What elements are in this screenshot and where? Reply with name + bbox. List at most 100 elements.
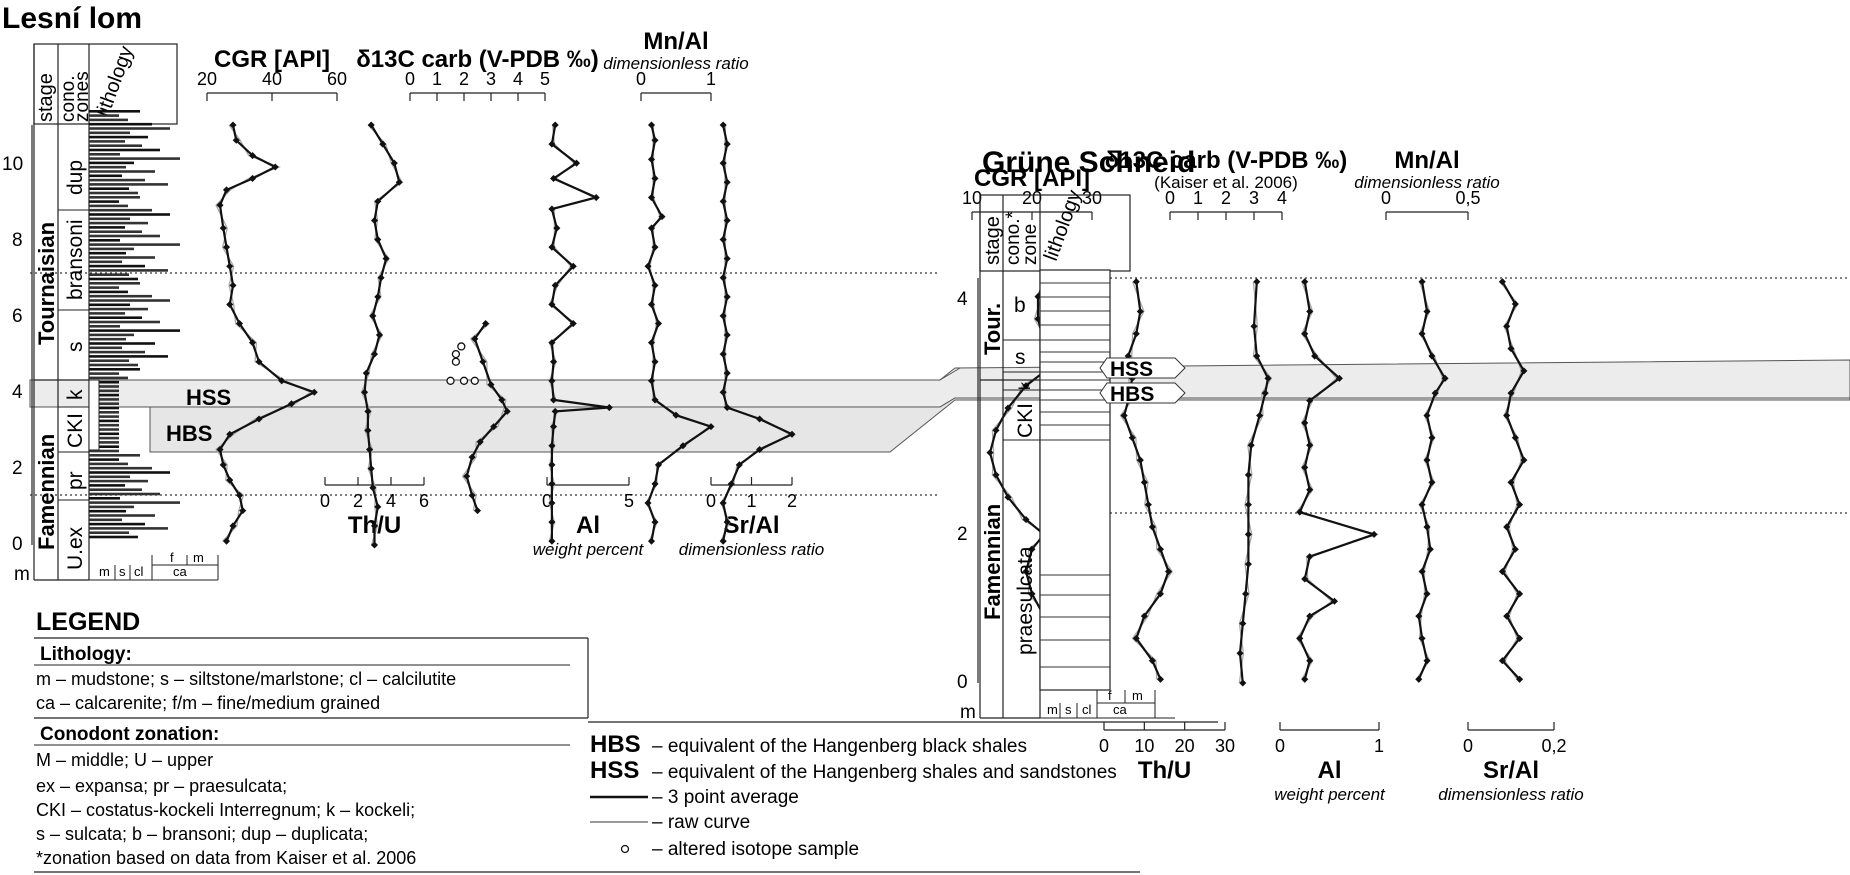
data-point-10-8 — [1418, 501, 1426, 509]
grune-header-zones-2: zone — [1020, 224, 1041, 265]
lesni-litho-bed-63 — [89, 380, 119, 384]
data-point-10-9 — [1428, 478, 1436, 486]
data-point-6-9 — [1004, 493, 1012, 501]
data-point-5-20 — [723, 178, 731, 186]
data-point-1-5 — [366, 446, 374, 454]
lesni-litho-bed-19 — [89, 191, 138, 195]
data-point-10-12 — [1423, 411, 1431, 420]
tick-label-8-2: 2 — [1221, 188, 1231, 208]
data-point-4-21 — [647, 155, 656, 163]
tick-label-4-0: 0 — [636, 69, 646, 89]
grune-zone-cki: CKI — [1014, 403, 1037, 438]
data-point-0-2 — [239, 507, 247, 515]
tick-label-0-2: 60 — [327, 69, 347, 89]
chart-title-0: CGR [API] — [214, 46, 330, 73]
lesni-litho-shale — [88, 379, 100, 451]
grune-depth-2: 2 — [957, 524, 968, 545]
data-point-0-8 — [255, 415, 263, 423]
data-point-0-0 — [222, 537, 231, 545]
lesni-litho-scale: m s cl f m ca — [89, 550, 219, 581]
data-point-0-25 — [232, 136, 240, 144]
lesni-scale-m: m — [99, 564, 110, 579]
lesni-litho-bed-99 — [89, 535, 138, 539]
lesni-litho-bed-86 — [89, 479, 148, 483]
data-point-0-15 — [226, 300, 234, 308]
data-point-6-10 — [992, 471, 1000, 479]
data-point-10-18 — [1418, 278, 1426, 286]
data-point-0-14 — [235, 320, 244, 328]
lesni-zone-k: k — [64, 389, 87, 400]
lesni-litho-bed-30 — [89, 239, 120, 242]
data-point-2-9 — [479, 358, 487, 366]
lesni-litho-bed-48 — [89, 316, 142, 319]
tick-label-3-0: 0 — [542, 491, 552, 511]
data-point-1-4 — [367, 465, 375, 473]
data-point-2-1 — [468, 491, 476, 499]
data-point-5-6 — [788, 430, 796, 438]
data-point-10-10 — [1423, 456, 1431, 464]
data-point-2-5 — [490, 423, 498, 431]
tick-label-2-3: 3 — [486, 69, 496, 89]
lesni-header-zones-1: cono. — [58, 76, 79, 122]
data-point-0-1 — [229, 522, 237, 530]
data-point-1-3 — [369, 484, 377, 492]
lesni-litho-bed-94 — [89, 514, 155, 517]
tick-label-8-0: 0 — [1165, 188, 1175, 208]
lesni-depth-2: 2 — [12, 458, 23, 479]
data-point-3-11 — [550, 358, 558, 366]
lesni-litho-bed-24 — [89, 213, 170, 216]
data-point-4-20 — [651, 174, 659, 182]
lesni-litho-bed-35 — [89, 260, 122, 264]
lesni-depth-0: 0 — [12, 534, 23, 555]
data-point-1-0 — [370, 541, 379, 549]
tick-label-1-3: 6 — [419, 491, 429, 511]
grune-litho-scale: m s cl f m ca — [1040, 688, 1175, 719]
chart-subtitle-5: dimensionless ratio — [679, 540, 825, 559]
raw-curve-5 — [719, 124, 791, 542]
raw-curve-3 — [548, 124, 607, 542]
lesni-scale-f: f — [170, 550, 174, 565]
data-point-9-2 — [1296, 634, 1304, 642]
lesni-litho-bed-73 — [89, 423, 119, 427]
data-point-2-3 — [468, 453, 476, 461]
data-point-5-16 — [723, 255, 731, 263]
data-point-3-19 — [548, 205, 556, 213]
tick-label-6-1: 20 — [1022, 188, 1042, 208]
lesni-litho-bed-25 — [89, 217, 130, 221]
lesni-litho-bed-23 — [89, 208, 152, 212]
data-point-5-14 — [723, 293, 731, 301]
chart-title-7: Th/U — [1138, 757, 1191, 784]
lesni-litho-bed-28 — [89, 230, 142, 233]
lesni-litho-bed-21 — [89, 200, 119, 203]
data-point-1-6 — [364, 426, 372, 434]
lesni-litho-bed-38 — [89, 273, 129, 276]
grune-litho-outline — [1039, 269, 1111, 691]
chart-panel-1: 0246Th/U — [320, 121, 429, 549]
lesni-stage-famennian: Famennian — [34, 434, 59, 550]
lesni-litho-bed-57 — [89, 355, 168, 358]
lesni-litho-bed-4 — [89, 127, 170, 130]
lesni-zone-bransoni: bransoni — [64, 219, 87, 300]
hbs-label-lesni: HBS — [166, 421, 212, 446]
data-point-9-0 — [1301, 675, 1309, 683]
data-point-1-8 — [361, 388, 369, 396]
legend-conodont-line2: ex – expansa; pr – praesulcata; — [36, 776, 287, 796]
tick-label-6-0: 10 — [962, 188, 982, 208]
tick-label-10-0: 0 — [1381, 188, 1391, 208]
data-point-0-21 — [222, 186, 231, 194]
tick-label-11-1: 0,2 — [1541, 736, 1566, 756]
data-point-1-18 — [374, 197, 382, 205]
data-point-10-11 — [1428, 434, 1436, 442]
data-point-3-13 — [569, 320, 577, 328]
lesni-header-lithology: lithology — [92, 43, 138, 119]
tick-label-2-1: 1 — [432, 69, 442, 89]
lesni-litho-bed-7 — [89, 140, 125, 143]
data-point-2-11 — [482, 320, 490, 328]
tick-label-7-0: 0 — [1099, 736, 1109, 756]
lesni-litho-bed-93 — [89, 509, 126, 513]
grune-zone-b: b — [1014, 294, 1026, 317]
legend-hbs-key: HBS — [590, 731, 641, 758]
data-point-4-1 — [651, 518, 659, 526]
